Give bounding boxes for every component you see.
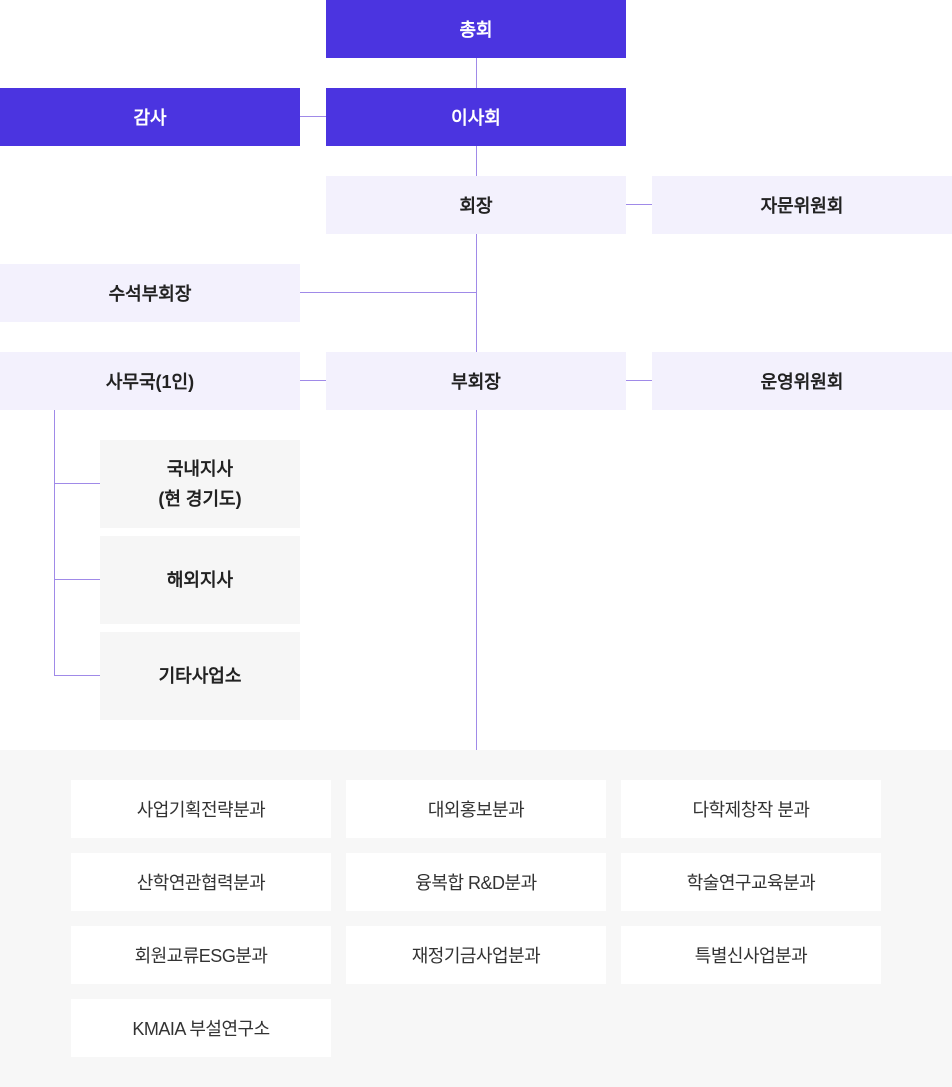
branch-domestic: 국내지사 (현 경기도)	[100, 440, 300, 528]
department-item: 산학연관협력분과	[71, 853, 331, 911]
connector-board-chairman	[476, 146, 477, 176]
connector-auditor-board	[300, 116, 326, 117]
connector-assembly-board	[476, 58, 477, 88]
department-item: 특별신사업분과	[621, 926, 881, 984]
departments-area: 사업기획전략분과 대외홍보분과 다학제창작 분과 산학연관협력분과 융복합 R&…	[0, 750, 952, 1087]
steering-committee-node: 운영위원회	[652, 352, 952, 410]
branch-other: 기타사업소	[100, 632, 300, 720]
advisory-committee-node: 자문위원회	[652, 176, 952, 234]
branch-overseas: 해외지사	[100, 536, 300, 624]
vice-chairman-node: 부회장	[326, 352, 626, 410]
connector-branch-overseas	[54, 579, 100, 580]
connector-branch-other	[54, 675, 100, 676]
connector-vice-departments	[476, 410, 477, 750]
secretariat-node: 사무국(1인)	[0, 352, 300, 410]
general-assembly-node: 총회	[326, 0, 626, 58]
connector-senior-vice	[300, 292, 476, 293]
connector-branch-domestic	[54, 483, 100, 484]
department-item: 학술연구교육분과	[621, 853, 881, 911]
department-item: 융복합 R&D분과	[346, 853, 606, 911]
connector-vice-steering	[626, 380, 652, 381]
department-item: 회원교류ESG분과	[71, 926, 331, 984]
connector-secretariat-branches	[54, 410, 55, 676]
department-item: 사업기획전략분과	[71, 780, 331, 838]
auditor-node: 감사	[0, 88, 300, 146]
board-node: 이사회	[326, 88, 626, 146]
department-item: 대외홍보분과	[346, 780, 606, 838]
connector-chairman-advisory	[626, 204, 652, 205]
department-item: 재정기금사업분과	[346, 926, 606, 984]
department-item: KMAIA 부설연구소	[71, 999, 331, 1057]
connector-secretariat-vice	[300, 380, 326, 381]
connector-chairman-vice	[476, 234, 477, 352]
senior-vice-chairman-node: 수석부회장	[0, 264, 300, 322]
department-item: 다학제창작 분과	[621, 780, 881, 838]
chairman-node: 회장	[326, 176, 626, 234]
